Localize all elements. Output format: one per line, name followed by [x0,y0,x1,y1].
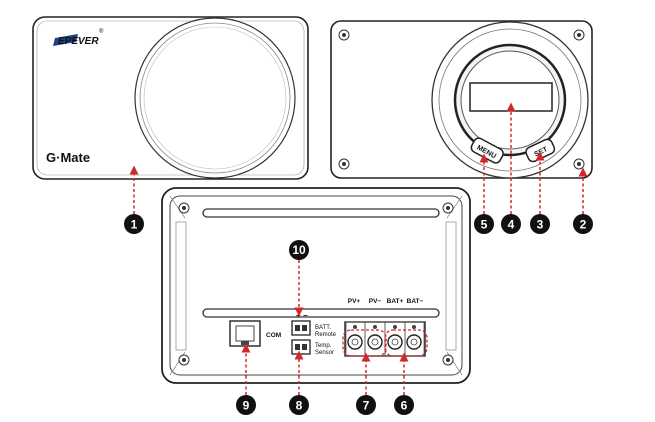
corner-screw-icon [573,29,585,41]
temp-sensor-label-2: Sensor [315,350,334,356]
brand-logo-text: EPEVER [58,36,99,47]
callout-badge-6: 6 [394,395,414,415]
terminal-label-pv-plus: PV+ [348,298,361,305]
callout-badge-8: 8 [289,395,309,415]
svg-text:9: 9 [243,399,250,413]
callout-badge-2: 2 [573,214,593,234]
com-port[interactable]: COM [229,320,281,347]
callout-badge-4: 4 [501,214,521,234]
svg-text:1: 1 [131,218,138,232]
rear-panel: COM + − BATT. Remote Temp. Sensor PV+ PV… [161,187,471,384]
svg-text:4: 4 [508,218,515,232]
batt-remote-label-2: Remote [315,332,337,338]
front-panel: EPEVER ® G·Mate [32,16,309,180]
callout-badge-7: 7 [356,395,376,415]
corner-screw-icon [442,202,454,214]
callout-badge-5: 5 [474,214,494,234]
svg-text:3: 3 [537,218,544,232]
svg-text:10: 10 [292,243,306,257]
svg-text:2: 2 [580,218,587,232]
callout-badge-10: 10 [289,240,309,260]
corner-screw-icon [442,354,454,366]
terminal-label-bat-plus: BAT+ [387,298,404,305]
gmate-logo: G·Mate [46,150,90,165]
svg-text:5: 5 [481,218,488,232]
epever-logo: EPEVER ® [53,28,104,47]
corner-screw-icon [338,29,350,41]
corner-screw-icon [338,158,350,170]
mounting-slot [202,308,440,318]
front-display-window [134,17,296,179]
power-terminal-block [342,321,428,357]
registered-mark: ® [99,28,104,35]
connector-minus-sign: − [303,311,308,320]
corner-screw-icon [573,158,585,170]
keypad-panel: MENU SET [330,20,593,179]
terminal-pv-plus[interactable] [345,321,366,357]
batt-remote-label-1: BATT. [315,325,331,331]
bat-terminal-group-outline [384,329,428,357]
connector-plus-sign: + [296,311,301,320]
temp-sensor-label-1: Temp. [315,343,332,349]
svg-text:8: 8 [296,399,303,413]
callout-badge-9: 9 [236,395,256,415]
callout-leaders [129,102,588,395]
mounting-slot [202,208,440,218]
svg-text:7: 7 [363,399,370,413]
com-port-label: COM [266,332,281,339]
svg-text:6: 6 [401,399,408,413]
lcd-display [469,82,553,112]
callout-badge-1: 1 [124,214,144,234]
corner-screw-icon [178,202,190,214]
terminal-label-bat-minus: BAT− [407,298,424,305]
terminal-label-pv-minus: PV− [369,298,382,305]
product-logo-text: G·Mate [46,150,90,165]
corner-screw-icon [178,354,190,366]
callout-badge-3: 3 [530,214,550,234]
